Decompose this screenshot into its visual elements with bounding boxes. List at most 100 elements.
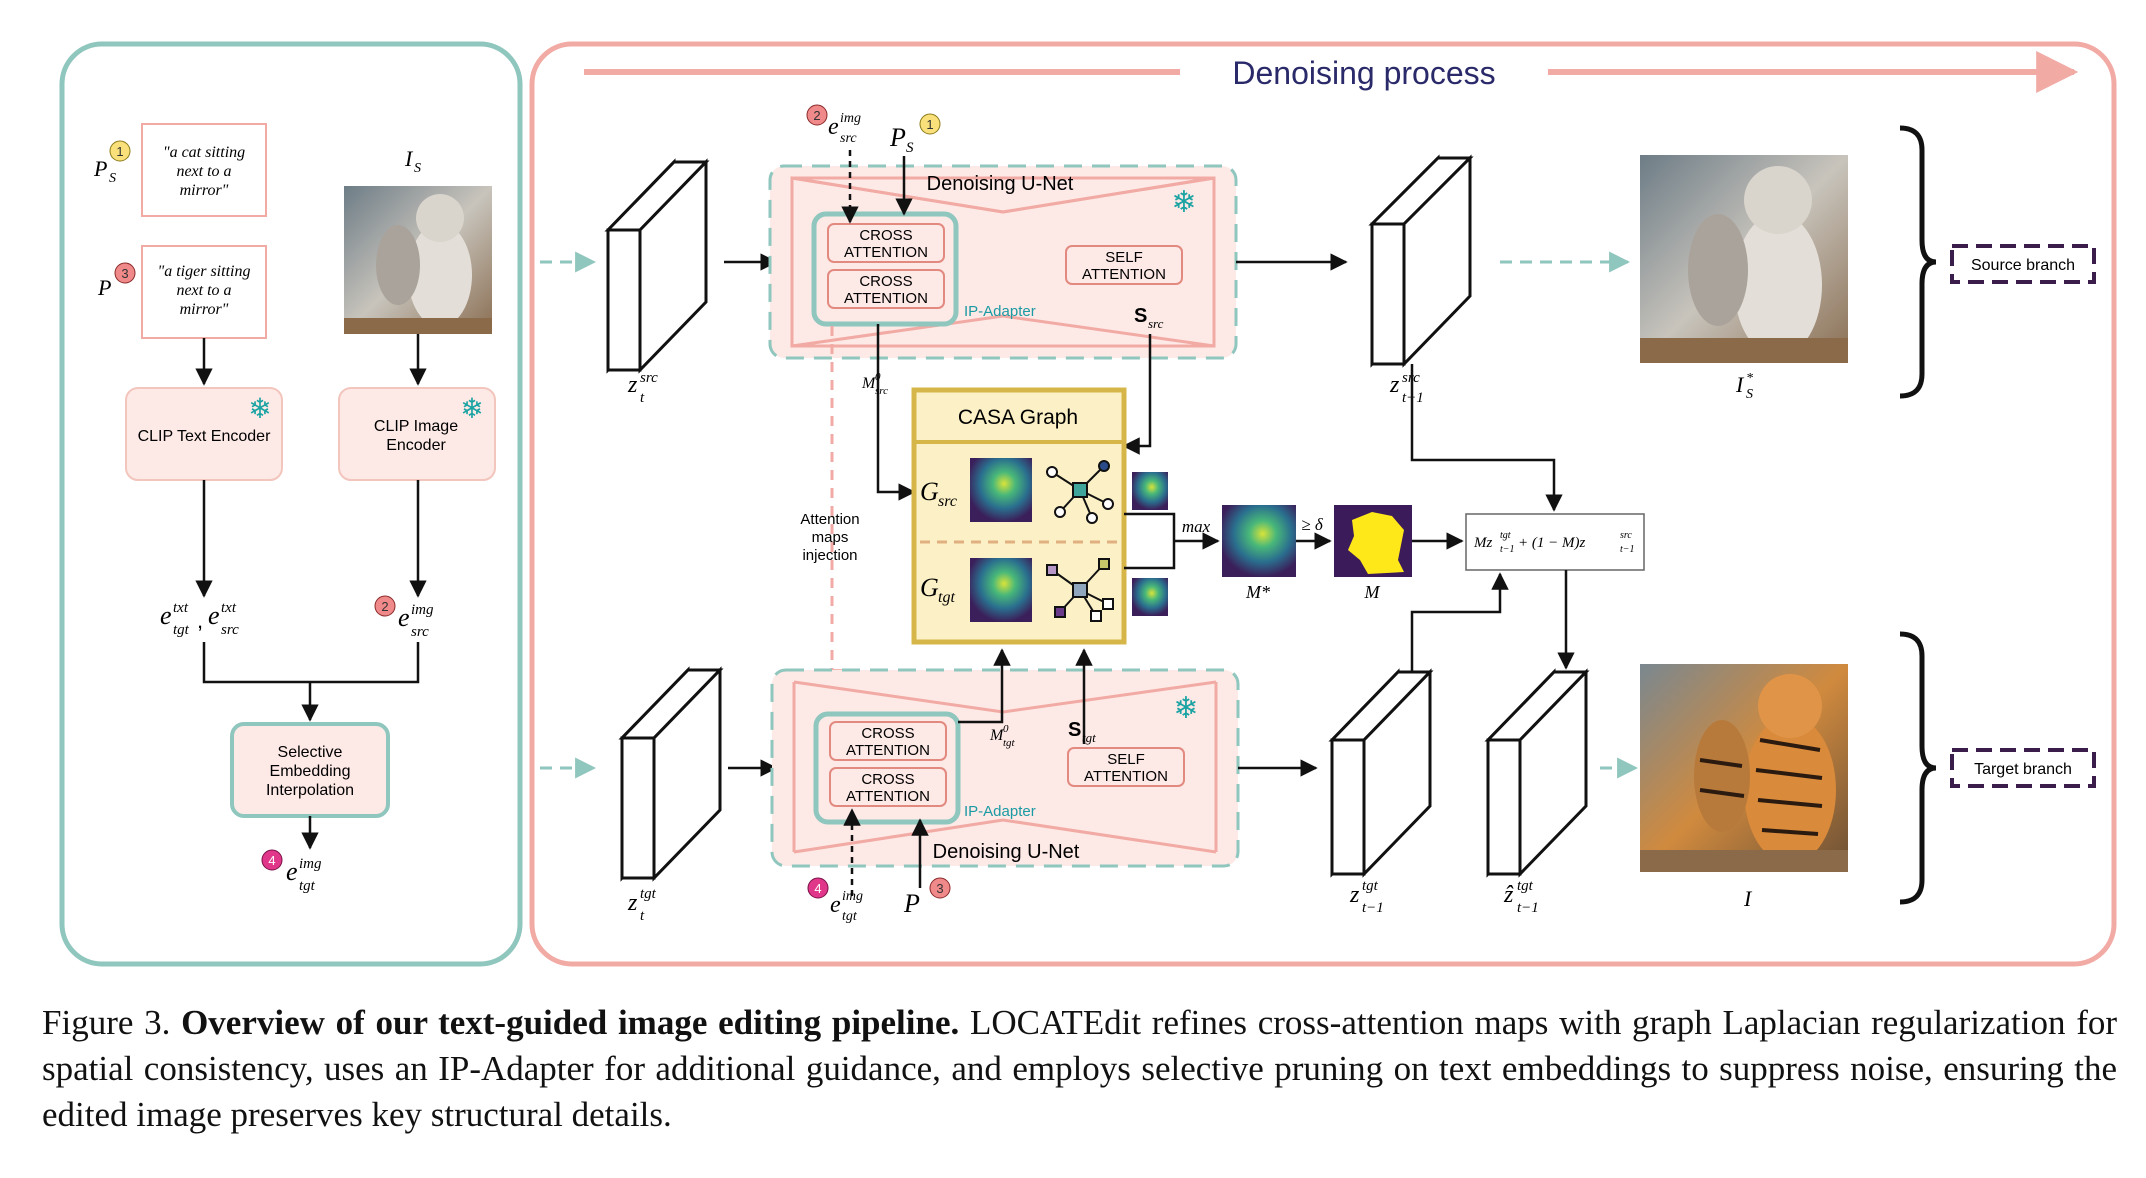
svg-text:next to a: next to a xyxy=(176,163,231,180)
svg-text:img: img xyxy=(840,111,861,126)
caption-body: LOCATEdit refines cross-attention maps w… xyxy=(42,1003,2118,1134)
latent-zt1-tgt xyxy=(1328,668,1434,878)
figure-caption: Figure 3. Overview of our text-guided im… xyxy=(42,1000,2117,1138)
svg-text:S: S xyxy=(906,140,914,156)
svg-text:ATTENTION: ATTENTION xyxy=(844,244,928,261)
badge-1 xyxy=(109,140,131,162)
snowflake-icon: ❄ xyxy=(1173,692,1198,725)
svg-text:M: M xyxy=(861,375,877,392)
svg-text:CASA Graph: CASA Graph xyxy=(958,406,1078,429)
svg-text:t−1: t−1 xyxy=(1620,544,1635,555)
zt1-tgt-label: z tgt t−1 xyxy=(1349,878,1384,916)
svg-text:tgt: tgt xyxy=(1500,530,1511,541)
svg-text:tgt: tgt xyxy=(1003,737,1016,749)
e-img-tgt-input: e img tgt xyxy=(830,889,863,924)
s-tgt-label: S tgt xyxy=(1068,719,1096,745)
svg-text:mirror": mirror" xyxy=(180,301,229,318)
svg-text:img: img xyxy=(299,856,322,872)
svg-text:P: P xyxy=(889,123,906,152)
svg-text:I: I xyxy=(404,146,414,171)
img-src-label: I S xyxy=(404,146,421,176)
badge-1 xyxy=(919,113,941,135)
svg-text:src: src xyxy=(840,131,857,146)
m0-tgt-label: M 0 tgt xyxy=(989,723,1016,749)
svg-text:S: S xyxy=(109,171,116,186)
svg-text:maps: maps xyxy=(812,529,849,546)
svg-text:txt: txt xyxy=(173,600,189,616)
svg-text:src: src xyxy=(411,624,429,640)
svg-text:mirror": mirror" xyxy=(180,182,229,199)
e-txt-label: e txt tgt , e txt src xyxy=(160,600,239,638)
m0-src-label: M 0 src xyxy=(861,371,888,397)
latent-zt-src xyxy=(604,158,710,374)
svg-text:S: S xyxy=(1068,719,1081,741)
g-src-label: G src xyxy=(920,477,957,510)
ip-adapter-top xyxy=(811,211,959,327)
e-img-src-input: e img src xyxy=(828,111,861,146)
zt-src-label: z src t xyxy=(627,370,658,406)
svg-text:4: 4 xyxy=(814,881,821,896)
heatmap-tgt xyxy=(970,558,1032,622)
svg-text:e: e xyxy=(398,603,410,632)
svg-text:Denoising U-Net: Denoising U-Net xyxy=(933,841,1080,863)
cross-attention-top-2 xyxy=(827,269,945,309)
svg-text:SELF: SELF xyxy=(1107,751,1145,768)
self-attention-bottom xyxy=(1067,747,1185,787)
svg-text:tgt: tgt xyxy=(938,589,955,606)
cross-attention-top-1 xyxy=(827,223,945,263)
svg-text:SELF: SELF xyxy=(1105,249,1143,266)
svg-text:IP-Adapter: IP-Adapter xyxy=(964,303,1036,320)
svg-text:Denoising U-Net: Denoising U-Net xyxy=(927,173,1074,195)
svg-text:1: 1 xyxy=(116,144,123,159)
caption-title: Overview of our text-guided image editin… xyxy=(181,1003,960,1042)
svg-text:next to a: next to a xyxy=(176,282,231,299)
svg-text:M*: M* xyxy=(1245,582,1270,602)
svg-text:Selective: Selective xyxy=(278,744,343,761)
svg-text:S: S xyxy=(1746,387,1753,402)
svg-text:src: src xyxy=(640,370,658,386)
svg-text:tgt: tgt xyxy=(1082,730,1096,745)
cross-attention-bottom-1 xyxy=(829,721,947,761)
svg-text:max: max xyxy=(1182,517,1211,536)
svg-text:3: 3 xyxy=(936,881,943,896)
mask-m xyxy=(1334,505,1412,577)
svg-text:CROSS: CROSS xyxy=(859,273,912,290)
source-cat-image xyxy=(344,186,492,334)
brace-target xyxy=(1899,631,1937,905)
svg-text:t: t xyxy=(640,908,645,924)
svg-text:Interpolation: Interpolation xyxy=(266,782,354,799)
svg-text:+ (1 − M)z: + (1 − M)z xyxy=(1518,535,1585,551)
svg-text:injection: injection xyxy=(802,547,857,564)
zt-tgt-label: z tgt t xyxy=(627,886,657,924)
svg-text:S: S xyxy=(414,161,421,176)
svg-text:tgt: tgt xyxy=(1517,878,1534,894)
svg-text:t−1: t−1 xyxy=(1500,544,1515,555)
svg-text:CLIP Image: CLIP Image xyxy=(374,418,458,435)
denoising-process-label: Denoising process xyxy=(1232,55,1495,91)
svg-text:t−1: t−1 xyxy=(1362,900,1384,916)
svg-text:e: e xyxy=(286,857,298,886)
svg-text:Mz: Mz xyxy=(1473,535,1492,551)
latent-zt-tgt xyxy=(618,666,724,882)
svg-text:e: e xyxy=(160,601,172,630)
svg-text:0: 0 xyxy=(1003,723,1009,735)
e-img-src-label: e img src xyxy=(398,602,434,640)
heatmap-src-small xyxy=(1132,472,1168,510)
svg-text:t−1: t−1 xyxy=(1517,900,1539,916)
svg-text:img: img xyxy=(842,889,863,904)
self-attention-top xyxy=(1065,245,1183,285)
svg-text:e: e xyxy=(830,892,841,918)
output-source-image xyxy=(1640,155,1848,363)
mask-mstar xyxy=(1222,505,1296,577)
svg-text:2: 2 xyxy=(381,599,388,614)
svg-text:CLIP Text Encoder: CLIP Text Encoder xyxy=(138,428,271,445)
s-src-label: S src xyxy=(1134,305,1164,331)
svg-text:"a tiger sitting: "a tiger sitting xyxy=(158,263,251,280)
output-target-image xyxy=(1640,664,1848,872)
svg-text:2: 2 xyxy=(813,108,820,123)
svg-text:src: src xyxy=(875,385,888,397)
ps-input: P S xyxy=(889,123,914,156)
svg-text:ATTENTION: ATTENTION xyxy=(846,788,930,805)
svg-text:*: * xyxy=(1746,371,1753,386)
svg-text:src: src xyxy=(938,493,957,510)
